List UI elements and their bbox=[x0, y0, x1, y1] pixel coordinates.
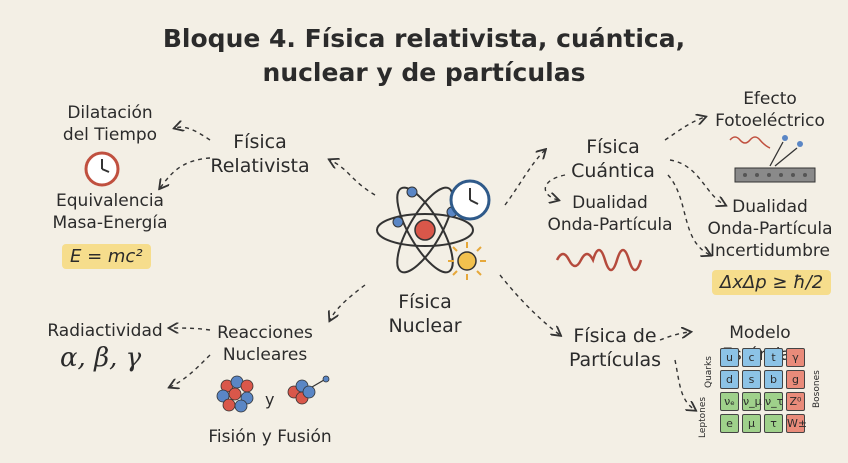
cuantica-line-1: Física bbox=[586, 136, 640, 158]
arrow-center-to-relativista bbox=[330, 160, 376, 196]
node-dilatacion-tiempo: Dilatación del Tiempo bbox=[40, 102, 180, 146]
quarks-label: Quarks bbox=[704, 356, 714, 388]
particle-cell: γ bbox=[786, 348, 805, 367]
fision-fusion-label: Fisión y Fusión bbox=[208, 427, 332, 447]
particle-cell: e bbox=[720, 414, 739, 433]
particle-cell: ν_τ bbox=[764, 392, 783, 411]
incertidumbre-label: Incertidumbre bbox=[710, 241, 830, 261]
dualidad-left-line-2: Onda-Partícula bbox=[547, 215, 673, 235]
particulas-line-1: Física de bbox=[573, 325, 657, 347]
connector-y: y bbox=[265, 390, 275, 409]
wave-icon bbox=[555, 248, 643, 272]
node-equivalencia: Equivalencia Masa-Energía bbox=[30, 190, 190, 234]
dualidad-right-line-1: Dualidad bbox=[732, 197, 808, 217]
arrow-center-to-reacciones bbox=[330, 284, 366, 320]
arrow-relativista-to-dilatacion bbox=[175, 127, 211, 141]
formula-emc2-text: E = mc² bbox=[62, 244, 151, 269]
particle-cell: νₑ bbox=[720, 392, 739, 411]
particle-cell: t bbox=[764, 348, 783, 367]
formula-incertidumbre: ΔxΔp ≥ ħ/2 bbox=[712, 270, 832, 295]
arrow-cuantica-to-dualidad bbox=[544, 174, 566, 200]
clock-icon bbox=[449, 179, 491, 221]
node-reacciones-nucleares: Reacciones Nucleares bbox=[205, 322, 325, 366]
arrow-reacciones-to-lower bbox=[170, 354, 211, 387]
particle-cell: ν_μ bbox=[742, 392, 762, 411]
particle-cell: s bbox=[742, 370, 761, 389]
fotoelectrico-line-1: Efecto bbox=[743, 89, 797, 109]
leptones-label: Leptones bbox=[698, 396, 708, 438]
arrow-reacciones-to-radiactividad bbox=[170, 328, 211, 330]
title-line-1: Bloque 4. Física relativista, cuántica, bbox=[162, 24, 686, 53]
bosones-label: Bosones bbox=[812, 370, 822, 408]
node-fisica-particulas: Física de Partículas bbox=[555, 324, 675, 372]
particle-cell: u bbox=[720, 348, 739, 367]
equivalencia-line-1: Equivalencia bbox=[56, 191, 164, 211]
relativista-line-2: Relativista bbox=[210, 155, 310, 177]
particle-cell: W± bbox=[786, 414, 807, 433]
relativista-line-1: Física bbox=[233, 131, 287, 153]
dilatacion-line-2: del Tiempo bbox=[62, 125, 158, 145]
fission-nucleus-icon bbox=[216, 375, 254, 413]
arrow-center-to-particulas bbox=[499, 274, 560, 335]
dilatacion-line-1: Dilatación bbox=[67, 103, 153, 123]
nuclear-line-2: Nuclear bbox=[388, 315, 462, 337]
cuantica-line-2: Cuántica bbox=[571, 160, 655, 182]
particle-cell: τ bbox=[764, 414, 783, 433]
dualidad-left-line-1: Dualidad bbox=[572, 193, 648, 213]
sun-icon bbox=[448, 242, 486, 280]
formula-emc2: E = mc² bbox=[62, 244, 151, 269]
node-fisica-cuantica: Física Cuántica bbox=[548, 135, 678, 183]
arrow-particulas-to-lower bbox=[674, 359, 695, 410]
photoelectric-icon bbox=[729, 135, 816, 183]
node-fisica-nuclear: Física Nuclear bbox=[375, 290, 475, 338]
particle-cell: μ bbox=[742, 414, 761, 433]
node-dualidad-right: Dualidad Onda-Partícula Incertidumbre bbox=[700, 196, 840, 262]
node-fisica-relativista: Física Relativista bbox=[195, 130, 325, 178]
fotoelectrico-line-2: Fotoeléctrico bbox=[715, 111, 825, 131]
arrow-cuantica-to-incertidumbre bbox=[667, 174, 710, 255]
arrow-cuantica-to-fotoelectrico bbox=[664, 117, 705, 141]
dualidad-right-line-2: Onda-Partícula bbox=[707, 219, 833, 239]
radiation-greek: α, β, γ bbox=[60, 343, 142, 373]
particle-cell: c bbox=[742, 348, 761, 367]
reacciones-line-1: Reacciones bbox=[217, 323, 313, 343]
nuclear-line-1: Física bbox=[398, 291, 452, 313]
atom-icon bbox=[376, 186, 474, 274]
arrow-center-to-cuantica bbox=[504, 150, 545, 206]
formula-incertidumbre-text: ΔxΔp ≥ ħ/2 bbox=[712, 270, 832, 295]
node-dualidad-left: Dualidad Onda-Partícula bbox=[535, 192, 685, 236]
particulas-line-2: Partículas bbox=[568, 349, 662, 371]
particle-cell: g bbox=[786, 370, 805, 389]
arrow-cuantica-to-dualidad-right bbox=[669, 159, 725, 205]
arrow-relativista-to-equivalencia bbox=[160, 157, 211, 188]
particle-cell: d bbox=[720, 370, 739, 389]
node-radiactividad: Radiactividad bbox=[47, 321, 163, 341]
equivalencia-line-2: Masa-Energía bbox=[52, 213, 168, 233]
particle-cell: Z⁰ bbox=[786, 392, 805, 411]
diagram-title: Bloque 4. Física relativista, cuántica, … bbox=[0, 22, 848, 90]
particle-cell: b bbox=[764, 370, 783, 389]
arrow-particulas-to-modelo bbox=[659, 332, 690, 341]
reacciones-line-2: Nucleares bbox=[222, 345, 308, 365]
node-efecto-fotoelectrico: Efecto Fotoeléctrico bbox=[705, 88, 835, 132]
alarm-clock-icon bbox=[84, 151, 120, 187]
fusion-nucleus-icon bbox=[287, 375, 330, 405]
title-line-2: nuclear y de partículas bbox=[262, 58, 586, 87]
